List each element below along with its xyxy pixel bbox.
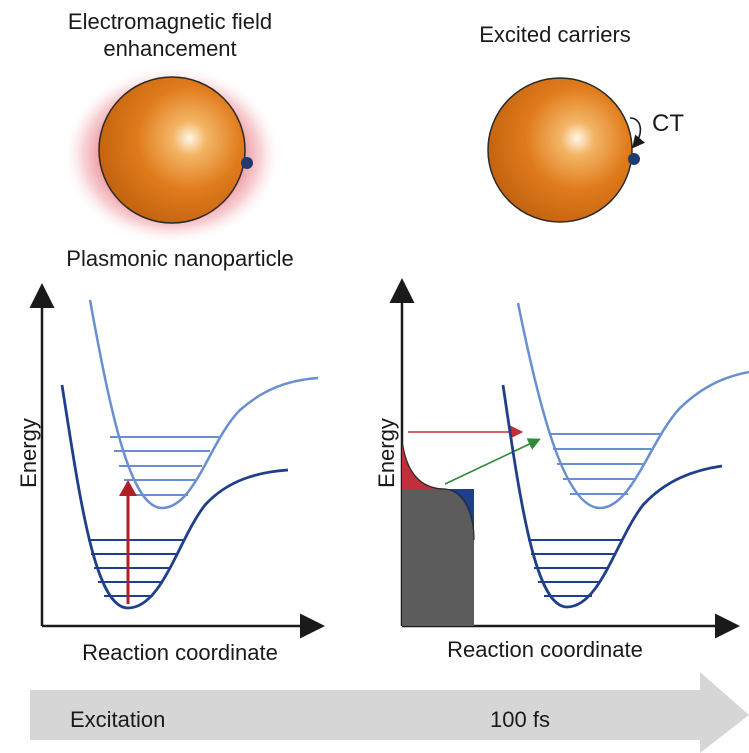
fermi-edge-curve [401,439,475,541]
hot-electron-tail [402,438,445,489]
charge-transfer-label: CT [652,110,684,137]
timeline-stage-100fs: 100 fs [490,707,550,732]
field-enhancement-title: Electromagnetic field enhancement [15,8,325,62]
field-enhancement-title-line1: Electromagnetic field [67,9,273,34]
adsorbate-molecule-left [241,157,253,169]
excited-carriers-title: Excited carriers [479,22,631,47]
reaction-coordinate-label-right: Reaction coordinate [447,637,643,662]
reaction-coordinate-label-left: Reaction coordinate [82,640,278,665]
excited-state-curve-left [88,299,319,510]
energy-transfer-arrow [444,438,541,485]
ground-state-curve-left [60,384,289,610]
energy-axis-label-left: Energy [16,418,41,488]
excitation-arrowhead [119,480,137,496]
excited-vibrational-levels-left [110,436,219,496]
nanoparticle-right [487,77,633,223]
fermi-sea-block [402,489,474,626]
energy-axis-label-right: Energy [374,418,399,488]
ground-state-curve-right [501,384,723,609]
hot-hole-region [445,489,474,540]
nanoparticle-label: Plasmonic nanoparticle [66,246,294,271]
adsorbate-molecule-right [628,153,640,165]
charge-transfer-arrow [629,117,646,149]
field-enhancement-title-line2: enhancement [103,36,237,61]
excited-vibrational-levels-right [550,433,660,495]
nanoparticle-left [98,76,246,224]
ground-vibrational-levels-right [528,539,622,597]
timeline-stage-excitation: Excitation [70,707,166,732]
timeline-arrow [30,672,749,753]
excited-state-curve-right [516,302,749,510]
ground-vibrational-levels-left [88,539,184,597]
